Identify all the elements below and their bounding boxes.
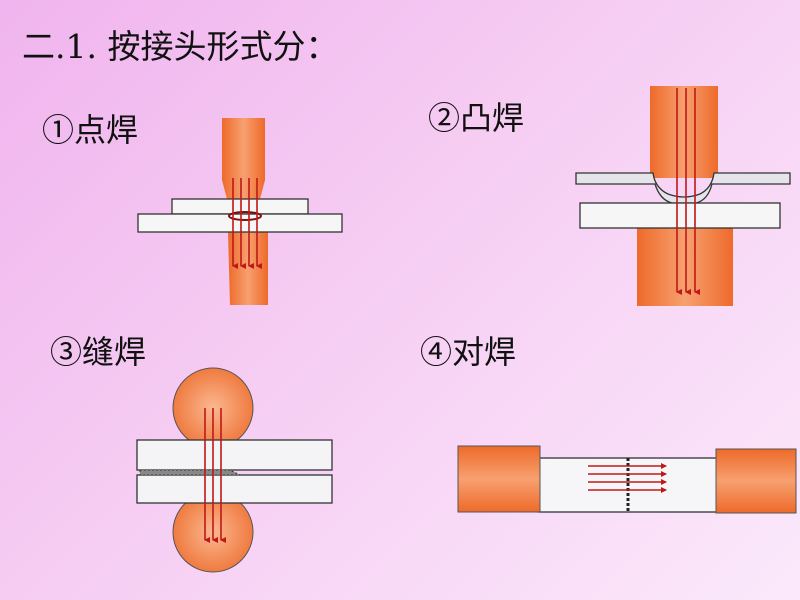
butt-weld-diagram — [457, 445, 797, 514]
current-arrows — [676, 88, 700, 295]
current-arrows — [588, 463, 667, 493]
upper-electrode — [222, 118, 265, 199]
weld-nugget — [228, 211, 262, 221]
upper-electrode — [650, 86, 718, 178]
lower-electrode — [228, 232, 268, 305]
projection-weld-diagram — [575, 86, 791, 306]
label-spot-weld: ①点焊 — [42, 111, 139, 149]
upper-plate-with-projection — [575, 172, 791, 204]
label-butt-weld: ④对焊 — [420, 333, 517, 371]
right-clamp-electrode — [715, 448, 797, 514]
seam-weld-diagram — [136, 367, 333, 573]
lower-plate — [579, 202, 781, 229]
left-clamp-electrode — [457, 445, 541, 513]
lower-electrode — [637, 228, 733, 306]
upper-plate — [136, 439, 333, 471]
slide-title: 二.1. 按接头形式分： — [22, 27, 339, 66]
label-projection-weld: ②凸焊 — [428, 99, 525, 137]
current-arrows — [204, 408, 226, 543]
spot-weld-diagram — [137, 118, 343, 305]
label-seam-weld: ③缝焊 — [50, 333, 147, 371]
lower-plate — [136, 474, 333, 504]
seam — [139, 469, 241, 476]
lower-plate — [137, 213, 343, 233]
current-arrows — [232, 178, 262, 269]
